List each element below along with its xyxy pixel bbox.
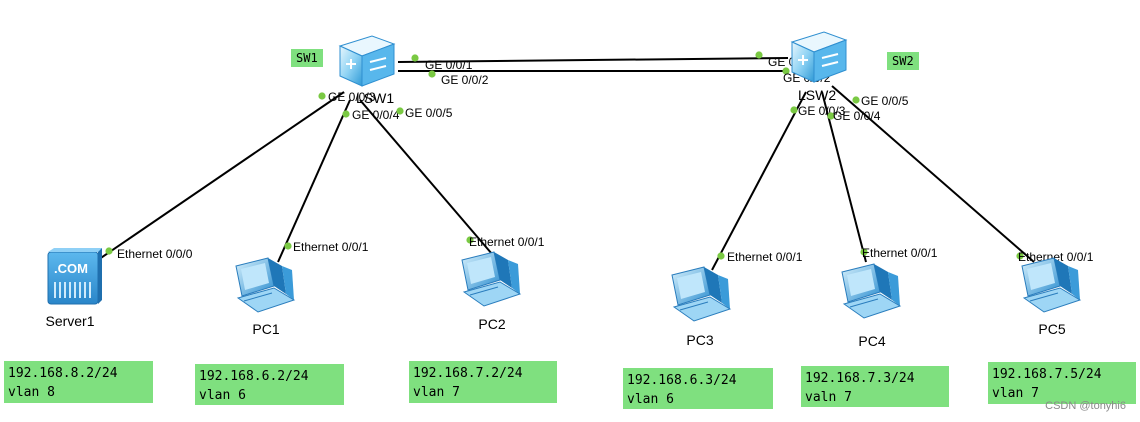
link-sw1-server1 bbox=[91, 91, 345, 265]
server1-info-label: 192.168.8.2/24 vlan 8 bbox=[4, 361, 153, 403]
pc1-device-name: PC1 bbox=[252, 321, 279, 337]
port-dot bbox=[827, 112, 835, 120]
sw1-port-label: GE 0/0/5 bbox=[405, 106, 453, 120]
pc5-info-label: 192.168.7.5/24 vlan 7 bbox=[988, 362, 1136, 404]
link-sw1-sw2 bbox=[397, 57, 789, 63]
pc3-pc-icon[interactable] bbox=[671, 266, 731, 322]
vlan-text: vlan 7 bbox=[992, 386, 1039, 401]
pc4-info-label: 192.168.7.3/24 valn 7 bbox=[801, 366, 949, 407]
vlan-text: vlan 7 bbox=[413, 385, 460, 400]
ip-text: 192.168.6.3/24 bbox=[627, 373, 737, 388]
pc3-info-label: 192.168.6.3/24 vlan 6 bbox=[623, 368, 773, 409]
pc3-port-label: Ethernet 0/0/1 bbox=[727, 250, 803, 264]
pc1-pc-icon[interactable] bbox=[235, 257, 295, 313]
pc2-port-label: Ethernet 0/0/1 bbox=[469, 235, 545, 249]
pc4-port-label: Ethernet 0/0/1 bbox=[862, 246, 938, 260]
server1-port-label: Ethernet 0/0/0 bbox=[117, 247, 193, 261]
link-sw1-pc1 bbox=[277, 99, 351, 263]
sw2-switch-icon[interactable] bbox=[791, 31, 847, 83]
link-sw2-pc5 bbox=[831, 85, 1035, 263]
sw1-port-label: GE 0/0/4 bbox=[352, 108, 400, 122]
ip-text: 192.168.6.2/24 bbox=[199, 369, 309, 384]
ip-text: 192.168.8.2/24 bbox=[8, 366, 118, 381]
ip-text: 192.168.7.5/24 bbox=[992, 367, 1102, 382]
pc2-info-label: 192.168.7.2/24 vlan 7 bbox=[409, 361, 557, 403]
pc2-pc-icon[interactable] bbox=[461, 251, 521, 307]
port-dot bbox=[284, 242, 292, 250]
ip-text: 192.168.7.2/24 bbox=[413, 366, 523, 381]
link-sw2-pc3 bbox=[711, 91, 807, 271]
link-sw2-pc4 bbox=[821, 91, 867, 263]
sw1-switch-icon[interactable] bbox=[339, 35, 395, 87]
pc4-device-name: PC4 bbox=[858, 333, 885, 349]
port-dot bbox=[105, 247, 113, 255]
port-dot bbox=[755, 51, 763, 59]
sw2-tag: SW2 bbox=[887, 52, 919, 70]
port-dot bbox=[396, 107, 404, 115]
pc1-port-label: Ethernet 0/0/1 bbox=[293, 240, 369, 254]
port-dot bbox=[428, 70, 436, 78]
port-dot bbox=[318, 92, 326, 100]
pc5-device-name: PC5 bbox=[1038, 321, 1065, 337]
port-dot bbox=[411, 54, 419, 62]
port-dot bbox=[466, 236, 474, 244]
pc5-pc-icon[interactable] bbox=[1021, 257, 1081, 313]
vlan-text: vlan 8 bbox=[8, 385, 55, 400]
port-dot bbox=[782, 67, 790, 75]
sw1-port-label: GE 0/0/3 bbox=[328, 90, 376, 104]
pc2-device-name: PC2 bbox=[478, 316, 505, 332]
sw1-device-name: LSW1 bbox=[356, 90, 394, 106]
port-dot bbox=[860, 248, 868, 256]
sw2-port-label: GE 0/0/5 bbox=[861, 94, 909, 108]
server-icon[interactable]: .COM bbox=[47, 248, 102, 305]
sw1-tag: SW1 bbox=[291, 49, 323, 67]
vlan-text: vlan 6 bbox=[627, 392, 674, 407]
port-dot bbox=[790, 106, 798, 114]
vlan-text: vlan 6 bbox=[199, 388, 246, 403]
port-dot bbox=[1016, 252, 1024, 260]
watermark: CSDN @tonyhi6 bbox=[1045, 400, 1126, 412]
port-dot bbox=[342, 110, 350, 118]
vlan-text: valn 7 bbox=[805, 390, 852, 405]
svg-text:.COM: .COM bbox=[54, 261, 88, 276]
sw1-port-label: GE 0/0/2 bbox=[441, 73, 489, 87]
sw2-port-label: GE 0/0/4 bbox=[833, 109, 881, 123]
pc4-pc-icon[interactable] bbox=[841, 263, 901, 319]
ip-text: 192.168.7.3/24 bbox=[805, 371, 915, 386]
pc5-port-label: Ethernet 0/0/1 bbox=[1018, 250, 1094, 264]
pc3-device-name: PC3 bbox=[686, 332, 713, 348]
pc1-info-label: 192.168.6.2/24 vlan 6 bbox=[195, 364, 344, 405]
server1-device-name: Server1 bbox=[45, 313, 94, 329]
port-dot bbox=[852, 96, 860, 104]
link-sw1-pc2 bbox=[359, 99, 493, 255]
sw1-port-label: GE 0/0/1 bbox=[425, 58, 473, 72]
sw2-device-name: LSW2 bbox=[798, 87, 836, 103]
port-dot bbox=[717, 252, 725, 260]
